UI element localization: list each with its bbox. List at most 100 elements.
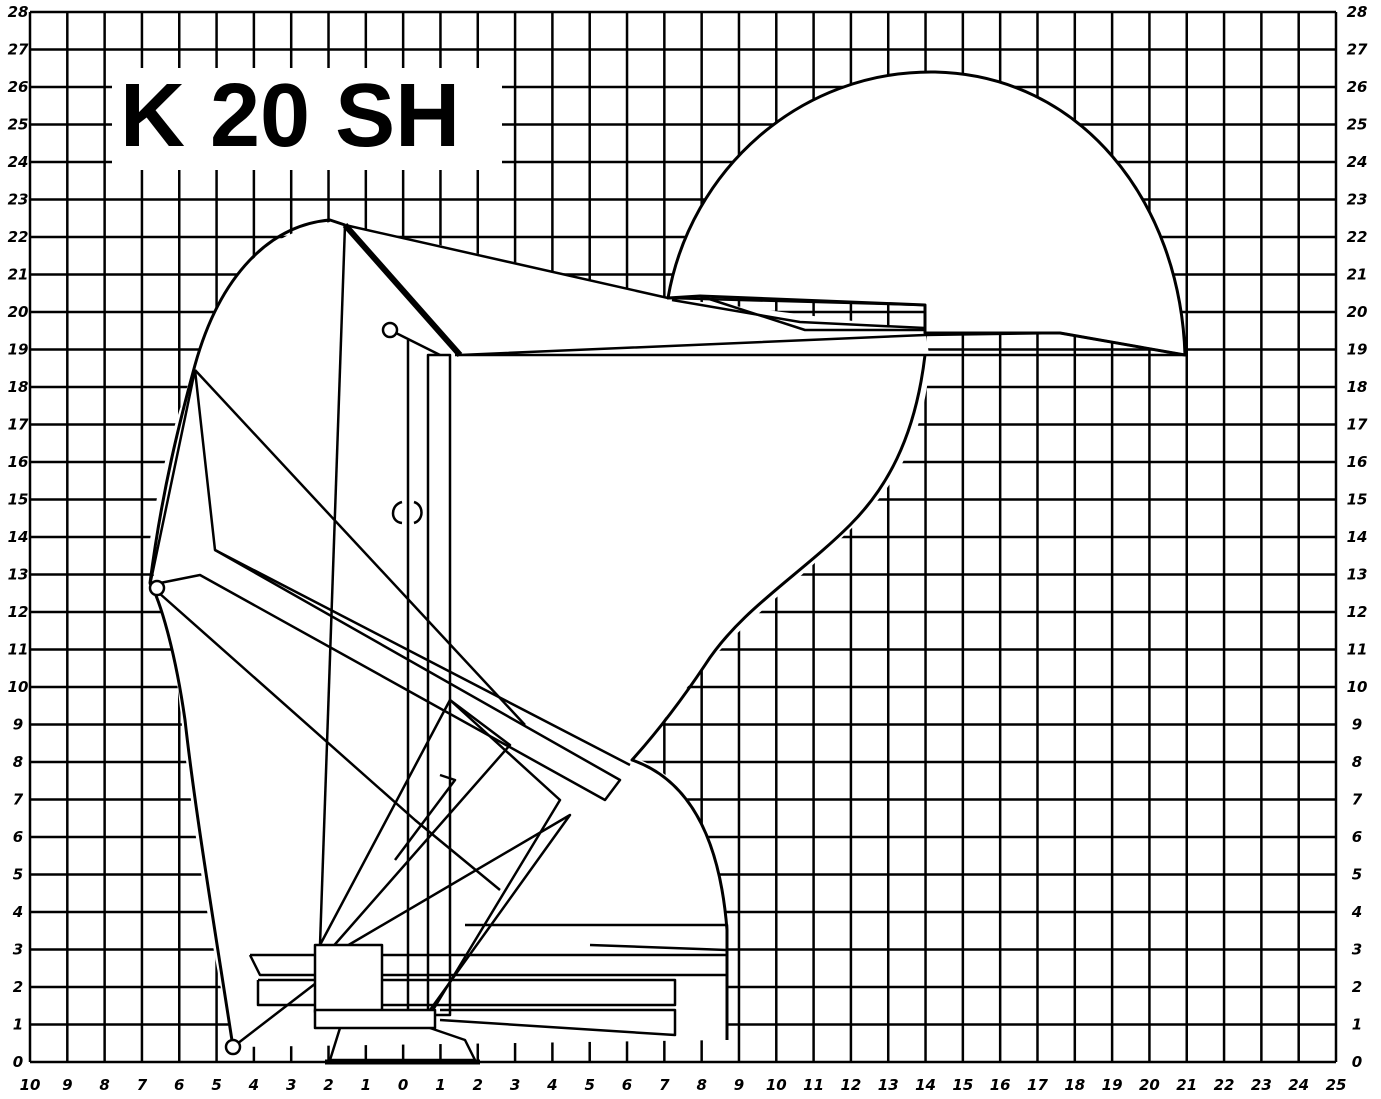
y-tick-label-right: 22 [1347,228,1368,246]
x-tick-label: 14 [915,1076,936,1094]
y-tick-label-right: 24 [1347,153,1368,171]
x-tick-label: 13 [878,1076,899,1094]
y-tick-label-right: 6 [1352,828,1362,846]
y-tick-label-left: 6 [13,828,23,846]
x-tick-label: 8 [99,1076,109,1094]
y-tick-label-left: 8 [13,753,23,771]
fold-boom-1 [149,369,622,802]
y-tick-label-left: 9 [13,716,23,734]
y-tick-label-right: 25 [1347,116,1368,134]
x-tick-label: 20 [1139,1076,1160,1094]
low-jib-2 [248,953,729,977]
fold-boom-6 [232,979,321,1048]
fold-boom-5 [194,369,526,726]
y-tick-label-right: 16 [1347,453,1368,471]
y-axis-labels-right: 0123456789101112131415161718192021222324… [1347,3,1368,1071]
y-tick-label-left: 27 [8,41,29,59]
y-tick-label-left: 10 [8,678,29,696]
tower-top-brace [342,223,463,357]
x-tick-label: 25 [1326,1076,1347,1094]
outer-envelope-right-curve [630,354,927,1040]
y-tick-label-right: 21 [1347,266,1368,284]
y-tick-label-right: 23 [1347,191,1368,209]
y-axis-labels-left: 0123456789101112131415161718192021222324… [8,3,29,1071]
lower-boom-4 [394,773,457,861]
x-tick-label: 2 [473,1076,483,1094]
diagram-title: K 20 SH [120,66,460,166]
x-tick-label: 12 [840,1076,861,1094]
y-tick-label-left: 11 [8,641,29,659]
fold-boom-4 [149,584,501,891]
y-tick-label-right: 3 [1352,941,1362,959]
y-tick-label-left: 28 [8,3,29,21]
x-tick-label: 1 [435,1076,445,1094]
y-tick-label-left: 23 [8,191,29,209]
lower-boom-2 [428,699,562,1016]
x-tick-label: 6 [174,1076,184,1094]
x-tick-label: 3 [286,1076,296,1094]
x-tick-label: 6 [622,1076,632,1094]
y-tick-label-right: 15 [1347,491,1368,509]
y-tick-label-right: 12 [1347,603,1368,621]
y-tick-label-left: 4 [12,903,23,921]
x-tick-label: 15 [952,1076,973,1094]
x-tick-label: 17 [1027,1076,1048,1094]
y-tick-label-right: 4 [1351,903,1362,921]
x-tick-label: 4 [248,1076,259,1094]
y-tick-label-right: 7 [1352,791,1363,809]
x-tick-label: 0 [398,1076,408,1094]
low-jib-1 [465,923,729,952]
x-tick-label: 21 [1176,1076,1197,1094]
x-tick-label: 4 [546,1076,557,1094]
counterweight [313,943,384,1014]
fold-boom-2 [148,369,197,586]
pivot-points [148,321,423,1056]
title-block: K 20 SH [112,66,502,170]
y-tick-label-left: 5 [13,866,23,884]
left-pivot-icon [148,579,166,597]
boom-positions [148,223,1187,1065]
rotation-arrow-icon [391,500,423,525]
x-tick-label: 8 [696,1076,706,1094]
x-tick-label: 16 [990,1076,1011,1094]
top-pivot-icon [381,321,399,339]
y-tick-label-left: 14 [8,528,29,546]
luffing-arc-envelope [666,70,1187,357]
x-tick-label: 5 [584,1076,594,1094]
x-tick-label: 9 [734,1076,744,1094]
y-tick-label-left: 24 [8,153,29,171]
x-tick-label: 9 [62,1076,72,1094]
low-jib-3 [256,978,677,1007]
x-tick-label: 10 [766,1076,787,1094]
y-tick-label-right: 26 [1347,78,1368,96]
jib-line-1 [344,223,927,330]
y-tick-label-left: 20 [8,303,29,321]
y-tick-label-right: 2 [1352,978,1362,996]
y-tick-label-left: 18 [8,378,29,396]
x-tick-label: 19 [1102,1076,1123,1094]
x-tick-label: 23 [1251,1076,1272,1094]
y-tick-label-right: 10 [1347,678,1368,696]
tower-to-pivot [389,328,441,357]
x-tick-label: 10 [20,1076,41,1094]
y-tick-label-left: 17 [8,416,29,434]
y-tick-label-left: 26 [8,78,29,96]
y-tick-label-left: 13 [8,566,29,584]
y-tick-label-right: 5 [1352,866,1362,884]
y-tick-label-right: 11 [1347,641,1368,659]
bottom-pivot-icon [224,1038,242,1056]
x-tick-label: 7 [659,1076,670,1094]
y-tick-label-right: 20 [1347,303,1368,321]
y-tick-label-right: 13 [1347,566,1368,584]
y-tick-label-right: 8 [1352,753,1362,771]
x-tick-label: 3 [510,1076,520,1094]
x-tick-label: 11 [803,1076,824,1094]
y-tick-label-left: 1 [13,1016,23,1034]
y-tick-label-left: 16 [8,453,29,471]
jib-line-3 [699,294,925,332]
y-tick-label-right: 18 [1347,378,1368,396]
y-tick-label-right: 0 [1352,1053,1362,1071]
x-tick-label: 24 [1288,1076,1309,1094]
y-tick-label-right: 28 [1347,3,1368,21]
